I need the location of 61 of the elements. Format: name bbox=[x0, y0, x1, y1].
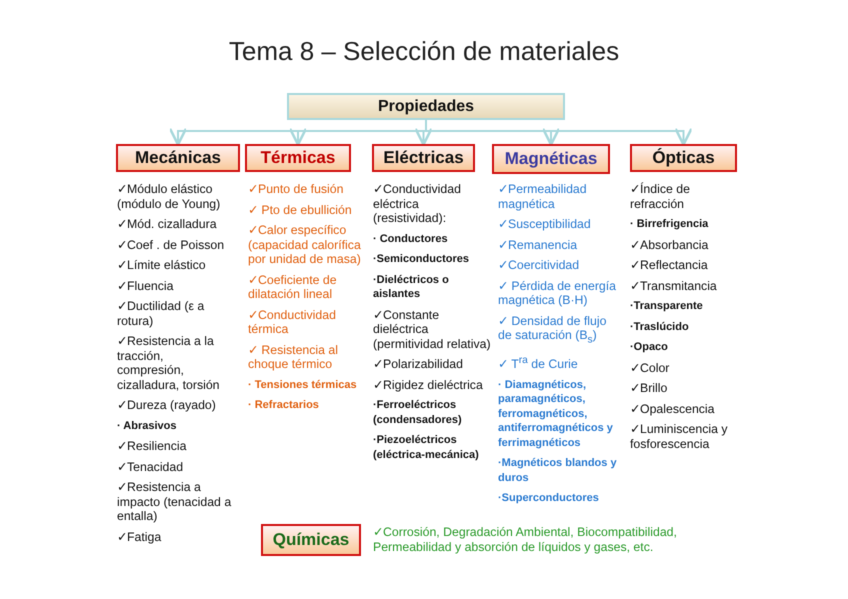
list-item: ✓Luminiscencia y fosforescencia bbox=[630, 422, 728, 451]
list-item: ·Transparente bbox=[630, 299, 704, 314]
category-box: Eléctricas bbox=[372, 144, 475, 172]
list-item: ✓Ductilidad (ε a rotura) bbox=[117, 299, 206, 328]
list-item: ✓Tenacidad bbox=[117, 460, 184, 474]
list-item: ✓Conductividad eléctrica (resistividad): bbox=[373, 182, 462, 226]
list-item: · Refractarios bbox=[248, 398, 320, 412]
list-item: ✓Permeabilidad magnética bbox=[498, 182, 588, 211]
root-box: Propiedades bbox=[287, 93, 565, 120]
category-box: Magnéticas bbox=[492, 144, 610, 174]
category-box: Mecánicas bbox=[116, 144, 240, 172]
list-item: ✓Calor específico (capacidad calorífica por unidad de masa) bbox=[248, 223, 362, 266]
list-item: ·Semiconductores bbox=[373, 252, 470, 266]
list-item: · Tensiones térmicas bbox=[248, 378, 358, 392]
list-item: ✓Mód. cizalladura bbox=[117, 217, 218, 232]
category-box: Térmicas bbox=[245, 144, 351, 172]
list-item: ✓ Densidad de flujo de saturación (B$_{s}$) bbox=[498, 314, 608, 348]
diagram-title: Tema 8 – Selección de materiales bbox=[228, 36, 620, 67]
list-item: ✓Dureza (rayado) bbox=[117, 398, 217, 412]
list-item: ·Piezoeléctricos (eléctrica-mecánica) bbox=[373, 433, 480, 462]
list-item: ✓Transmitancia bbox=[630, 278, 718, 293]
list-item: ✓Rigidez dieléctrica bbox=[373, 378, 484, 392]
list-item: ✓Polarizabilidad bbox=[373, 357, 464, 372]
list-item: ·Ferroeléctricos (condensadores) bbox=[373, 398, 463, 427]
list-item: ✓Corrosión, Degradación Ambiental, Biocompatibilidad, Permeabilidad y absorción de líquidos y gases, etc. bbox=[373, 525, 678, 554]
list-item: ✓Punto de fusión bbox=[248, 182, 344, 196]
list-item: ✓Fatiga bbox=[117, 530, 162, 544]
list-item: · Abrasivos bbox=[117, 418, 178, 433]
list-item: ✓Opalescencia bbox=[630, 402, 716, 416]
list-item: ✓Susceptibilidad bbox=[498, 217, 592, 232]
list-item: ✓Coef . de Poisson bbox=[117, 238, 226, 252]
list-item: ·Superconductores bbox=[498, 491, 600, 506]
list-item: ·Magnéticos blandos y duros bbox=[498, 456, 618, 486]
list-item: ✓Color bbox=[630, 360, 670, 375]
list-item: ✓Resiliencia bbox=[117, 439, 188, 454]
list-item: ✓Límite elástico bbox=[117, 258, 207, 272]
list-item: · Birrefrigencia bbox=[630, 217, 710, 232]
list-item: ✓Remanencia bbox=[498, 238, 578, 252]
list-item: · Diamagnéticos, paramagnéticos, ferromagnéticos, antiferromagnéticos y ferrimagnéticos bbox=[498, 378, 614, 450]
list-item: ✓Resistencia a impacto (tenacidad a entalla) bbox=[117, 480, 232, 524]
category-box: Ópticas bbox=[630, 144, 737, 172]
list-item: ·Traslúcido bbox=[630, 320, 690, 334]
list-item: ✓Índice de refracción bbox=[630, 182, 691, 211]
list-item: ✓ Pto de ebullición bbox=[248, 202, 353, 217]
list-item: ✓Resistencia a la tracción, compresión, cizalladura, torsión bbox=[117, 334, 221, 392]
list-item: ✓ Pérdida de energía magnética (B·H) bbox=[498, 278, 618, 308]
list-item: ·Opaco bbox=[630, 340, 669, 354]
list-item: ✓Coeficiente de dilatación lineal bbox=[248, 272, 338, 302]
list-item: ✓Constante dieléctrica (permitividad relativa) bbox=[373, 308, 491, 351]
list-item: · Conductores bbox=[373, 232, 449, 246]
list-item: ✓ Resistencia al choque térmico bbox=[248, 342, 339, 372]
list-item: ·Dieléctricos o aislantes bbox=[373, 272, 450, 302]
list-item: ✓Absorbancia bbox=[630, 238, 710, 252]
category-box: Químicas bbox=[261, 524, 361, 556]
list-item: ✓Brillo bbox=[630, 381, 668, 396]
list-item: ✓Conductividad térmica bbox=[248, 308, 337, 336]
list-item: ✓ T$^{ra}$ de Curie bbox=[498, 354, 579, 372]
list-item: ✓Reflectancia bbox=[630, 258, 709, 272]
list-item: ✓Coercitividad bbox=[498, 258, 580, 272]
list-item: ✓Módulo elástico (módulo de Young) bbox=[117, 182, 222, 211]
list-item: ✓Fluencia bbox=[117, 278, 174, 293]
